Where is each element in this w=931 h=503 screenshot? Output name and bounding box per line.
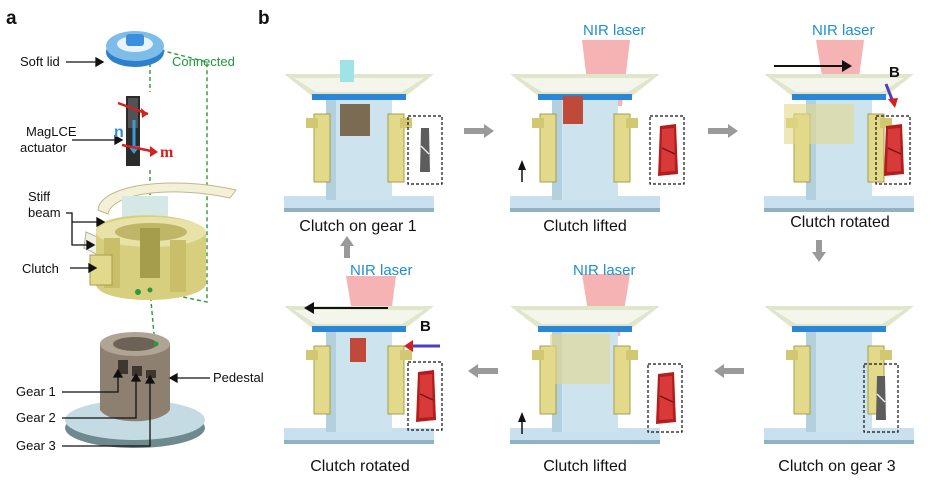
stage-clutch-lifted-2 [509,274,683,445]
caption-clutch-on-gear-1: Clutch on gear 1 [299,218,417,235]
panel-letter-b: b [258,8,270,29]
laser-label-4: NIR laser [350,262,413,279]
m-vector-label: m [160,144,174,161]
stage-clutch-on-gear-3 [763,305,915,445]
caption-clutch-on-gear-3: Clutch on gear 3 [778,458,896,475]
stiff-beam-label-line1: Stiff [28,189,51,204]
b-field-label-1: B [889,64,900,81]
maglce-actuator-part [117,96,158,166]
stage-clutch-lifted-1 [509,40,685,213]
clutch-label: Clutch [22,261,59,276]
soft-lid-part [106,31,164,67]
stage-clutch-rotated-2 [283,276,443,445]
gear1-label: Gear 1 [16,384,56,399]
gear2-label: Gear 2 [16,410,56,425]
caption-clutch-lifted-1: Clutch lifted [543,218,627,235]
stage-clutch-rotated-1 [763,40,915,213]
pedestal-label: Pedestal [213,370,264,385]
stage-clutch-on-gear-1 [283,60,443,213]
caption-clutch-rotated-1: Clutch rotated [790,214,890,231]
process-arrows [340,124,826,378]
caption-clutch-lifted-2: Clutch lifted [543,458,627,475]
pedestal-part [65,332,205,448]
b-field-label-2: B [420,318,431,335]
n-vector-label: n [114,124,124,141]
panel-letter-a: a [6,8,17,29]
laser-label-3: NIR laser [573,262,636,279]
caption-clutch-rotated-2: Clutch rotated [310,458,410,475]
gear3-label: Gear 3 [16,438,56,453]
panel-a-leader-lines [62,56,210,447]
maglce-label-line2: actuator [20,140,67,155]
laser-label-2: NIR laser [812,22,875,39]
laser-label-1: NIR laser [583,22,646,39]
soft-lid-label: Soft lid [20,54,60,69]
clutch-part [89,215,206,300]
maglce-label-line1: MagLCE [26,124,77,139]
connected-label: Connected [172,54,235,69]
stiff-beam-label-line2: beam [28,205,61,220]
